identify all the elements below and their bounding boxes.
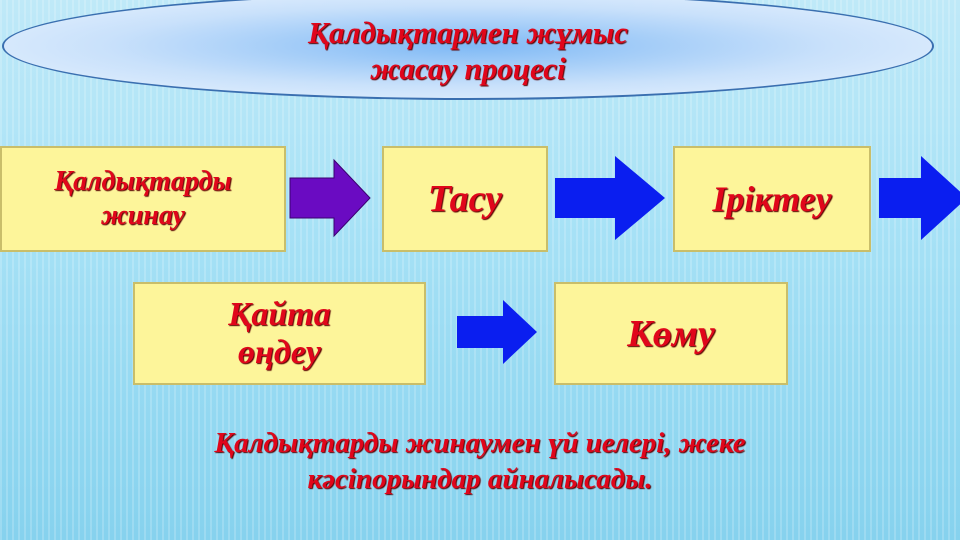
arrow-right-icon	[457, 300, 537, 364]
title-line-2: жасау процесі	[370, 51, 566, 86]
footer-note: Қалдықтарды жинаумен үй иелері, жеке кәс…	[0, 425, 960, 497]
step-label: Тасу	[427, 178, 503, 220]
step-label: өңдеу	[238, 333, 321, 371]
step-label: Қалдықтарды	[54, 166, 232, 197]
arrow-right-icon	[879, 156, 960, 240]
step-transport: Тасу	[382, 146, 548, 252]
step-label: Көму	[627, 312, 715, 355]
step-sort: Іріктеу	[673, 146, 871, 252]
step-bury: Көму	[554, 282, 788, 385]
title-line-1: Қалдықтармен жұмыс	[307, 15, 629, 50]
step-collect: Қалдықтарды жинау	[0, 146, 286, 252]
footer-line-2: кәсіпорындар айналысады.	[307, 463, 653, 495]
arrow-right-icon	[289, 158, 371, 238]
arrow-right-icon	[555, 156, 665, 240]
footer-line-1: Қалдықтарды жинаумен үй иелері, жеке	[214, 427, 746, 459]
title-oval: Қалдықтармен жұмыс жасау процесі	[2, 0, 934, 100]
step-label: Іріктеу	[712, 179, 832, 219]
step-label: Қайта	[228, 295, 331, 333]
step-recycle: Қайта өңдеу	[133, 282, 426, 385]
step-label: жинау	[101, 200, 185, 231]
